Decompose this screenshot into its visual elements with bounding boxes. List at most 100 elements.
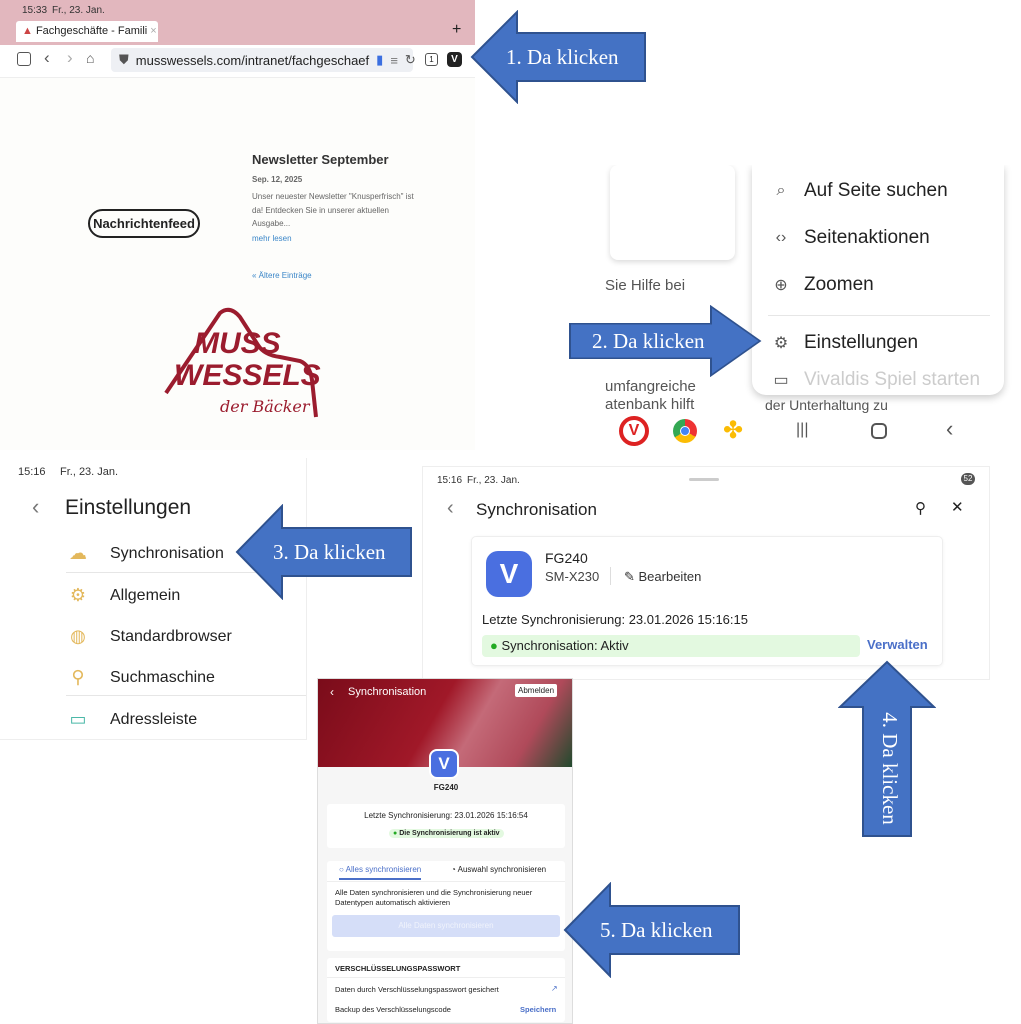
settings-item-search-engine[interactable]: ⚲Suchmaschine: [66, 667, 215, 688]
vivaldi-logo-icon: V: [486, 551, 532, 597]
context-menu: ⌕Auf Seite suchen ‹›Seitenaktionen ⊕Zoom…: [752, 165, 1004, 395]
background-page-text: umfangreiche: [605, 378, 696, 395]
page-title: Einstellungen: [65, 496, 192, 519]
sync-status-badge: ● Synchronisation: Aktiv: [482, 635, 860, 657]
post-excerpt: Unser neuester Newsletter "Knusperfrisch…: [252, 192, 414, 228]
back-icon[interactable]: ‹: [32, 494, 40, 519]
sync-options-card: ○ Alles synchronisieren ◔ Auswahl synchr…: [327, 861, 565, 951]
older-entries-link[interactable]: « Ältere Einträge: [252, 271, 312, 280]
tab-title: Fachgeschäfte - Famili: [35, 25, 148, 37]
back-nav-icon[interactable]: ‹: [946, 416, 954, 441]
status-date: Fr., 23. Jan.: [60, 466, 119, 478]
status-time: 15:16: [437, 475, 463, 486]
background-page-text: Sie Hilfe bei: [605, 277, 686, 294]
encryption-card: VERSCHLÜSSELUNGSPASSWORT Daten durch Ver…: [327, 958, 565, 1022]
reload-icon[interactable]: ↻: [404, 52, 416, 67]
search-icon[interactable]: ⚲: [915, 500, 926, 517]
page-title: Synchronisation: [476, 500, 597, 519]
menu-item-settings[interactable]: ⚙Einstellungen: [773, 332, 919, 353]
logout-button[interactable]: Abmelden: [515, 684, 558, 697]
recents-nav-icon[interactable]: |||: [796, 421, 809, 438]
battery-indicator: 52: [961, 473, 975, 485]
device-model: SM-X230: [545, 569, 600, 584]
gear-icon: ⚙: [773, 335, 789, 352]
encryption-heading: VERSCHLÜSSELUNGSPASSWORT: [335, 964, 461, 973]
tab-sync-selection[interactable]: ◔ Auswahl synchronisieren: [451, 865, 547, 874]
chrome-app-icon[interactable]: [673, 419, 697, 443]
zoom-icon: ⊕: [774, 277, 788, 294]
sync-mobile-screenshot: ‹ Synchronisation Abmelden V FG240 Letzt…: [317, 678, 573, 1024]
forward-icon[interactable]: ›: [67, 48, 73, 67]
callout-arrow-3: 3. Da klicken: [235, 504, 413, 600]
read-more-link[interactable]: mehr lesen: [252, 234, 292, 243]
browser-screenshot: 15:33 Fr., 23. Jan. ▲ Fachgeschäfte - Fa…: [0, 0, 475, 450]
menu-item-page-actions[interactable]: ‹›Seitenaktionen: [772, 227, 930, 249]
back-icon[interactable]: ‹: [447, 497, 454, 519]
bookmark-icon[interactable]: ▮: [376, 52, 384, 67]
settings-item-address-bar[interactable]: ▭Adressleiste: [66, 709, 197, 730]
background-page-text: der Unterhaltung zu: [765, 397, 888, 413]
save-button[interactable]: Speichern: [520, 1005, 557, 1014]
home-icon[interactable]: ⌂: [86, 50, 95, 66]
sync-all-button[interactable]: Alle Daten synchronisieren: [332, 915, 560, 937]
address-bar[interactable]: ⛊ musswessels.com/intranet/fachgeschaef …: [111, 48, 416, 72]
settings-screenshot: 15:16 Fr., 23. Jan. ‹ Einstellungen ☁Syn…: [0, 458, 307, 740]
url-text: musswessels.com/intranet/fachgeschaef: [135, 52, 370, 68]
feed-button[interactable]: Nachrichtenfeed: [88, 209, 200, 238]
sync-status-badge: ● Die Synchronisierung ist aktiv: [389, 829, 504, 838]
post-date: Sep. 12, 2025: [252, 175, 303, 184]
last-sync-text: Letzte Synchronisierung: 23.01.2026 15:1…: [482, 612, 748, 627]
external-link-icon[interactable]: ↗: [551, 984, 558, 993]
vivaldi-logo-icon: V: [429, 749, 459, 779]
tab-counter[interactable]: 1: [425, 53, 438, 66]
callout-arrow-1: 1. Da klicken: [470, 10, 647, 104]
find-in-page-icon: ⌕: [776, 182, 786, 199]
manage-link[interactable]: Verwalten: [867, 637, 928, 652]
status-date: Fr., 23. Jan.: [52, 5, 105, 16]
back-icon[interactable]: ‹: [330, 685, 334, 699]
close-icon[interactable]: ✕: [951, 499, 964, 516]
device-name: FG240: [433, 783, 459, 792]
menu-item-zoom[interactable]: ⊕Zoomen: [772, 274, 873, 296]
panel-toggle-icon[interactable]: [17, 52, 31, 66]
speed-dial-preview: [610, 165, 735, 260]
new-tab-button[interactable]: +: [452, 21, 462, 38]
callout-arrow-2: 2. Da klicken: [568, 305, 762, 377]
favicon-icon: ▲: [22, 25, 33, 37]
gear-icon: ⚙: [69, 585, 87, 605]
game-icon: ▭: [773, 372, 789, 389]
photos-app-icon[interactable]: ✤: [723, 417, 744, 444]
shield-icon: ⛊: [119, 52, 129, 67]
vivaldi-menu-icon[interactable]: V: [447, 52, 462, 67]
browser-menu-screenshot: Sie Hilfe bei umfangreiche atenbank hilf…: [605, 165, 1021, 447]
page-title: Synchronisation: [348, 686, 427, 698]
tab-sync-all[interactable]: ○ Alles synchronisieren: [339, 865, 422, 880]
status-date: Fr., 23. Jan.: [467, 475, 520, 486]
back-icon[interactable]: ‹: [44, 48, 50, 67]
browser-tab[interactable]: ▲ Fachgeschäfte - Famili ×: [16, 21, 158, 42]
home-nav-icon[interactable]: [871, 423, 887, 439]
device-card: V FG240 SM-X230 ✎ Bearbeiten Letzte Sync…: [471, 536, 943, 666]
status-time: 15:33: [22, 5, 48, 16]
menu-item-find-in-page[interactable]: ⌕Auf Seite suchen: [772, 180, 948, 202]
musswessels-logo: MUSS WESSELS der Bäcker: [160, 305, 330, 425]
cloud-icon: ☁: [69, 543, 87, 563]
address-bar-icon: ▭: [69, 709, 87, 729]
settings-item-sync[interactable]: ☁Synchronisation: [66, 543, 224, 564]
vivaldi-app-icon[interactable]: V: [619, 416, 649, 446]
tab-close-button[interactable]: ×: [150, 25, 157, 37]
globe-icon: ◍: [70, 626, 86, 646]
reader-icon[interactable]: ≡: [390, 52, 398, 68]
status-time: 15:16: [18, 466, 46, 478]
search-icon: ⚲: [71, 667, 85, 687]
sync-status-card: Letzte Synchronisierung: 23.01.2026 15:1…: [327, 804, 565, 848]
sync-settings-screenshot: 15:16 Fr., 23. Jan. 52 ‹ Synchronisation…: [422, 466, 990, 680]
settings-item-default-browser[interactable]: ◍Standardbrowser: [66, 626, 232, 647]
encryption-backup-label: Backup des Verschlüsselungscode: [335, 1005, 451, 1014]
post-title[interactable]: Newsletter September: [252, 152, 389, 167]
callout-arrow-5: 5. Da klicken: [563, 882, 741, 978]
settings-item-general[interactable]: ⚙Allgemein: [66, 585, 180, 606]
menu-item-game[interactable]: ▭Vivaldis Spiel starten: [773, 369, 981, 390]
edit-button[interactable]: ✎ Bearbeiten: [624, 569, 702, 584]
encryption-status: Daten durch Verschlüsselungspasswort ges…: [335, 985, 499, 994]
